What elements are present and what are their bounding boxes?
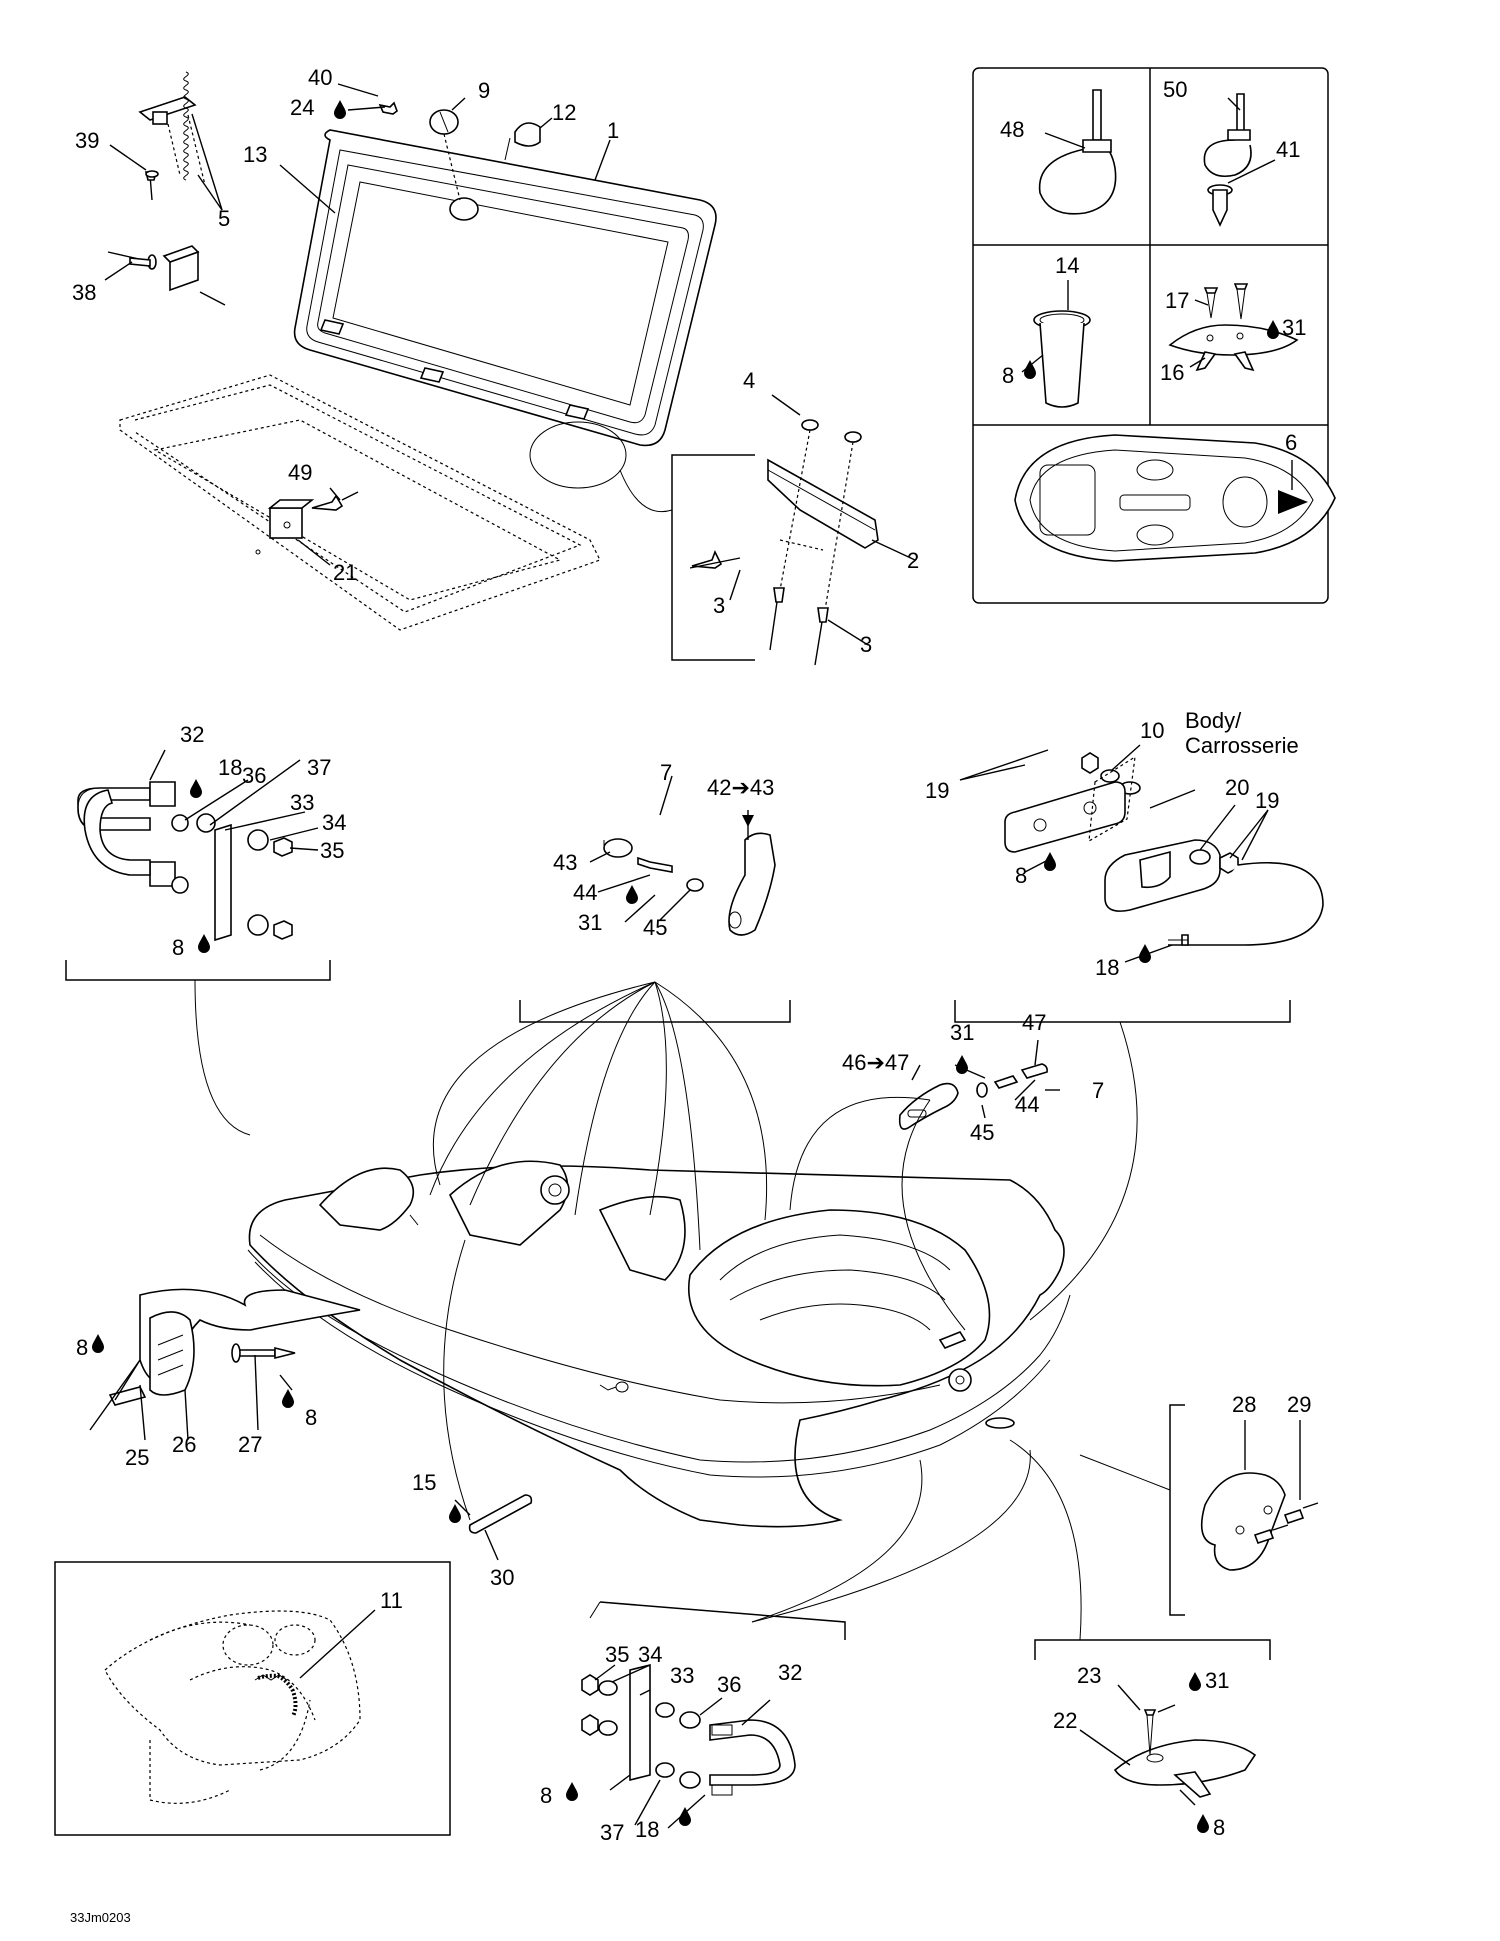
callout: 35 [320, 838, 344, 863]
callout: 17 [1165, 288, 1189, 313]
callout: 15 [412, 1470, 436, 1495]
callout: 29 [1287, 1392, 1311, 1417]
callout: 45 [970, 1120, 994, 1145]
callout: 9 [478, 78, 490, 103]
callout: 31 [1205, 1668, 1229, 1693]
part-callouts: 1 2 3 3 4 5 6 7 7 8 8 8 8 8 8 8 9 10 11 … [70, 65, 1311, 1925]
callout: 12 [552, 100, 576, 125]
callout: 1 [607, 118, 619, 143]
callout: 21 [333, 560, 357, 585]
callout: 27 [238, 1432, 262, 1457]
callout: 33 [290, 790, 314, 815]
pin-30 [454, 1494, 533, 1561]
callout: 47 [1022, 1010, 1046, 1035]
callout: 32 [180, 722, 204, 747]
callout: 18 [635, 1817, 659, 1842]
callout: 35 [605, 1642, 629, 1667]
callout: 2 [907, 548, 919, 573]
callout: 8 [305, 1405, 317, 1430]
callout: 6 [1285, 430, 1297, 455]
callout: 20 [1225, 775, 1249, 800]
callout: 23 [1077, 1663, 1101, 1688]
callout: 31 [578, 910, 602, 935]
callout: 38 [72, 280, 96, 305]
boat-hull [247, 1160, 1071, 1528]
body-label-fr: Carrosserie [1185, 733, 1299, 758]
console-inset [54, 1561, 451, 1836]
callout: 49 [288, 460, 312, 485]
callout: 8 [76, 1335, 88, 1360]
callout: 43 [553, 850, 577, 875]
stern-eye-assembly [89, 1288, 361, 1441]
callout: 46➔47 [842, 1050, 909, 1075]
callout: 7 [660, 760, 672, 785]
storage-hatch-assembly [119, 83, 717, 631]
tow-eye-left [65, 749, 331, 1136]
callout: 50 [1163, 77, 1187, 102]
callout: 37 [307, 755, 331, 780]
callout: 3 [713, 593, 725, 618]
callout: 5 [218, 206, 230, 231]
callout: 18 [218, 755, 242, 780]
body-label: Body/ [1185, 708, 1242, 733]
spring-hinge-assembly [104, 71, 226, 306]
callout: 37 [600, 1820, 624, 1845]
callout: 11 [380, 1588, 403, 1613]
callout: 33 [670, 1663, 694, 1688]
callout: 36 [242, 763, 266, 788]
grab-handle-middle [519, 775, 791, 1023]
ski-eye-right [954, 744, 1324, 1321]
grab-handle-right [898, 1039, 1060, 1130]
inset-box-grid [972, 67, 1336, 604]
callout: 8 [1002, 363, 1014, 388]
callout: 14 [1055, 253, 1079, 278]
callout: 40 [308, 65, 332, 90]
callout: 16 [1160, 360, 1184, 385]
callout: 26 [172, 1432, 196, 1457]
callout: 10 [1140, 718, 1164, 743]
callout: 8 [1213, 1815, 1225, 1840]
callout: 44 [573, 880, 597, 905]
callout: 32 [778, 1660, 802, 1685]
cleat-22-23 [1009, 1439, 1271, 1806]
callout: 31 [1282, 315, 1306, 340]
callout: 8 [1015, 863, 1027, 888]
callout: 8 [540, 1783, 552, 1808]
callout: 18 [1095, 955, 1119, 980]
bumper-28-29 [1079, 1404, 1319, 1616]
tow-eye-bottom [581, 1449, 1031, 1829]
callout: 19 [1255, 788, 1279, 813]
callout: 39 [75, 128, 99, 153]
callout: 19 [925, 778, 949, 803]
callout: 41 [1276, 137, 1300, 162]
callout: 42➔43 [707, 775, 774, 800]
callout: 30 [490, 1565, 514, 1590]
callout: 31 [950, 1020, 974, 1045]
callout: 44 [1015, 1092, 1039, 1117]
callout: 3 [860, 632, 872, 657]
callout: 25 [125, 1445, 149, 1470]
callout: 8 [172, 935, 184, 960]
callout: 4 [743, 368, 755, 393]
callout: 28 [1232, 1392, 1256, 1417]
callout: 36 [717, 1672, 741, 1697]
callout: 45 [643, 915, 667, 940]
callout: 7 [1092, 1078, 1104, 1103]
callout: 34 [638, 1642, 662, 1667]
assembly-leaders [429, 981, 966, 1521]
callout: 13 [243, 142, 267, 167]
callout: 22 [1053, 1708, 1077, 1733]
callout: 48 [1000, 117, 1024, 142]
callout: 34 [322, 810, 346, 835]
callout: 24 [290, 95, 314, 120]
hinge-detail [529, 394, 916, 666]
drawing-code: 33Jm0203 [70, 1910, 131, 1925]
